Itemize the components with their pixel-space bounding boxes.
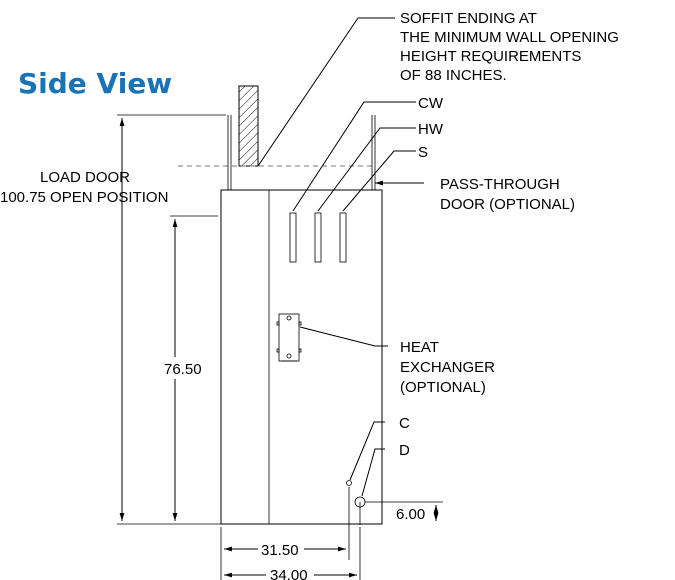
heat-exchanger-label-line1: HEAT — [400, 339, 439, 356]
s-pipe — [339, 212, 347, 263]
heat-exchanger-bolt-top — [286, 315, 292, 321]
page-title: Side View — [18, 67, 172, 100]
soffit-label-line2: THE MINIMUM WALL OPENING — [400, 29, 619, 46]
heat-exchanger-leader — [299, 326, 388, 347]
heat-exchanger-stub-right-bottom — [298, 348, 302, 353]
c-leader — [349, 421, 385, 481]
heat-exchanger-stub-right-top — [298, 321, 302, 326]
heat-exchanger-stub-left-bottom — [276, 348, 280, 353]
c-connection — [346, 480, 352, 486]
d-leader — [361, 448, 385, 497]
heat-exchanger-label-line2: EXCHANGER — [400, 359, 495, 376]
heat-exchanger-bolt-bottom — [286, 353, 292, 359]
width1-label-mask — [258, 540, 304, 558]
hw-pipe — [314, 212, 322, 263]
hw-label: HW — [418, 121, 444, 138]
soffit-label-line3: HEIGHT REQUIREMENTS — [400, 48, 581, 65]
width2-label-mask — [266, 566, 314, 580]
load-door-label-line1: LOAD DOOR — [40, 169, 130, 186]
pass-door-label-line1: PASS-THROUGH — [440, 176, 560, 193]
width1-dimension-value: 31.50 — [261, 542, 299, 559]
s-label: S — [418, 144, 428, 161]
cw-leader — [292, 101, 416, 212]
height-dimension-value: 76.50 — [164, 361, 202, 378]
load-door-label-line2: 100.75 OPEN POSITION — [0, 189, 168, 206]
d-label: D — [399, 442, 410, 459]
heat-exchanger-stub-left-top — [276, 321, 280, 326]
cabinet-body — [220, 189, 383, 525]
c-label: C — [399, 415, 410, 432]
height-label-mask — [160, 357, 200, 379]
six-dimension-value: 6.00 — [396, 506, 425, 523]
pass-door-label-line2: DOOR (OPTIONAL) — [440, 196, 575, 213]
width2-dimension-value: 34.00 — [270, 567, 308, 580]
cw-label: CW — [418, 95, 444, 112]
cw-pipe — [289, 212, 297, 263]
s-leader — [342, 150, 416, 212]
soffit-leader — [257, 17, 395, 167]
soffit-label-line1: SOFFIT ENDING AT — [400, 10, 537, 27]
soffit-label-line4: OF 88 INCHES. — [400, 67, 507, 84]
hw-leader — [317, 127, 416, 212]
soffit-block — [238, 85, 259, 167]
heat-exchanger-label-line3: (OPTIONAL) — [400, 379, 486, 396]
